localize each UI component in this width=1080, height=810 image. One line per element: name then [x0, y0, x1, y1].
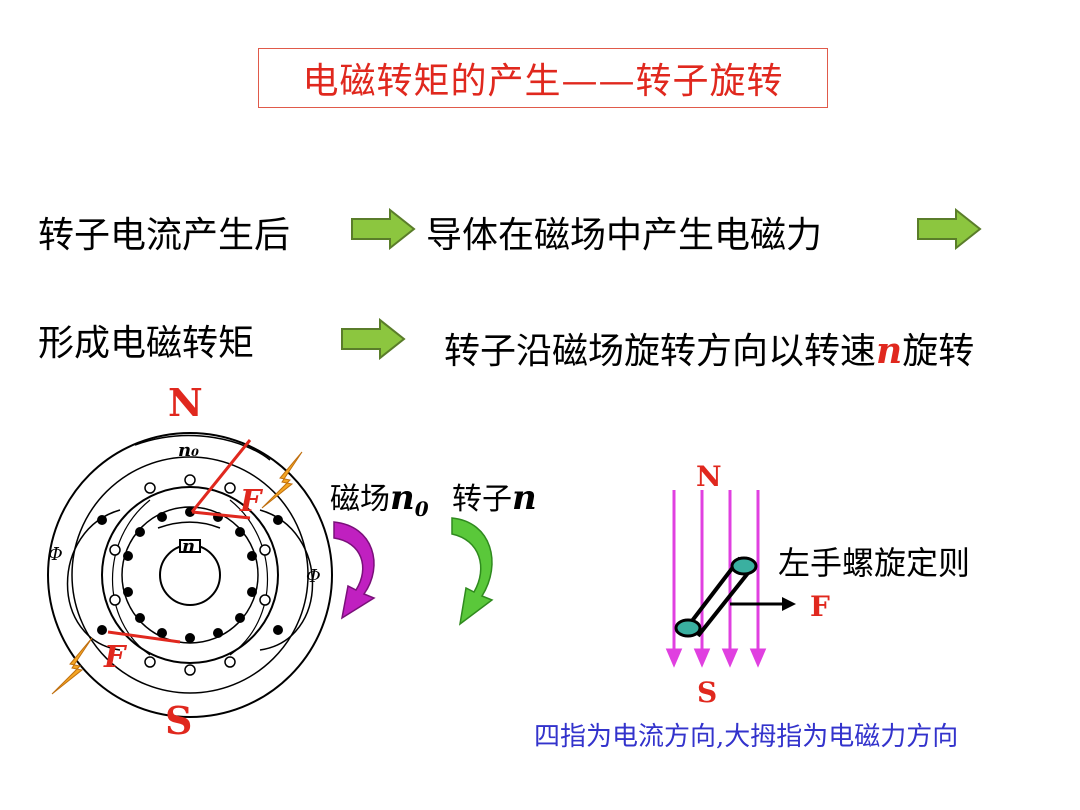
left-hand-rule-label: 左手螺旋定则 [778, 544, 971, 582]
n-label: n [182, 536, 196, 557]
phi-label-left: Φ [48, 544, 63, 565]
shaft-key [179, 539, 201, 553]
field-line [112, 499, 151, 656]
field-line [259, 509, 314, 651]
field-rotation-arrow-icon [333, 521, 376, 620]
north-pole-label: N [168, 380, 203, 425]
conductor-end [674, 618, 702, 638]
force-arrow-head [782, 597, 796, 611]
n-arc [157, 521, 221, 529]
field-rotation-label: 磁场n0 [330, 478, 429, 521]
line2-part2: 转子沿磁场旋转方向以转速n旋转 [444, 330, 975, 372]
rotor-inner-ring [121, 506, 259, 644]
lightning-icon [261, 451, 303, 509]
force-line [191, 510, 251, 520]
conductor-south-label: S [697, 676, 718, 709]
stator-inner-ring [71, 456, 309, 694]
force-label-bottom: F [104, 640, 126, 675]
rotor-outer-ring [101, 486, 279, 664]
line1-part1: 转子电流产生后 [38, 215, 291, 256]
slide-title: 电磁转矩的产生——转子旋转 [302, 61, 784, 102]
n0-arc [134, 434, 271, 461]
conductor-force-label: F [810, 590, 830, 623]
field-line [66, 509, 121, 651]
line2-part1: 形成电磁转矩 [38, 323, 255, 364]
green-arrow-icon [917, 208, 982, 250]
green-arrow-icon [351, 208, 416, 250]
title-box: 电磁转矩的产生——转子旋转 [258, 48, 828, 108]
n0-label: n₀ [178, 440, 199, 461]
rule-explanation-note: 四指为电流方向,大拇指为电磁力方向 [534, 722, 959, 752]
rotor-rotation-label: 转子n [452, 478, 537, 518]
conductor-north-label: N [696, 460, 722, 493]
speed-symbol: n [876, 330, 903, 372]
south-pole-label: S [165, 698, 193, 743]
green-arrow-icon [341, 318, 406, 360]
phi-label-right: Φ [306, 566, 321, 587]
conductor-diagram [665, 490, 796, 668]
conductor-line [696, 566, 754, 638]
rotor-rotation-arrow-icon [451, 517, 494, 626]
lightning-icon [51, 637, 93, 695]
line1-part2: 导体在磁场中产生电磁力 [426, 215, 823, 256]
force-line [190, 439, 252, 513]
force-label-top: F [240, 484, 262, 519]
stator-outer-ring [47, 432, 333, 718]
force-line [107, 630, 181, 644]
motor-diagram [47, 432, 333, 718]
conductor-end [730, 556, 758, 576]
